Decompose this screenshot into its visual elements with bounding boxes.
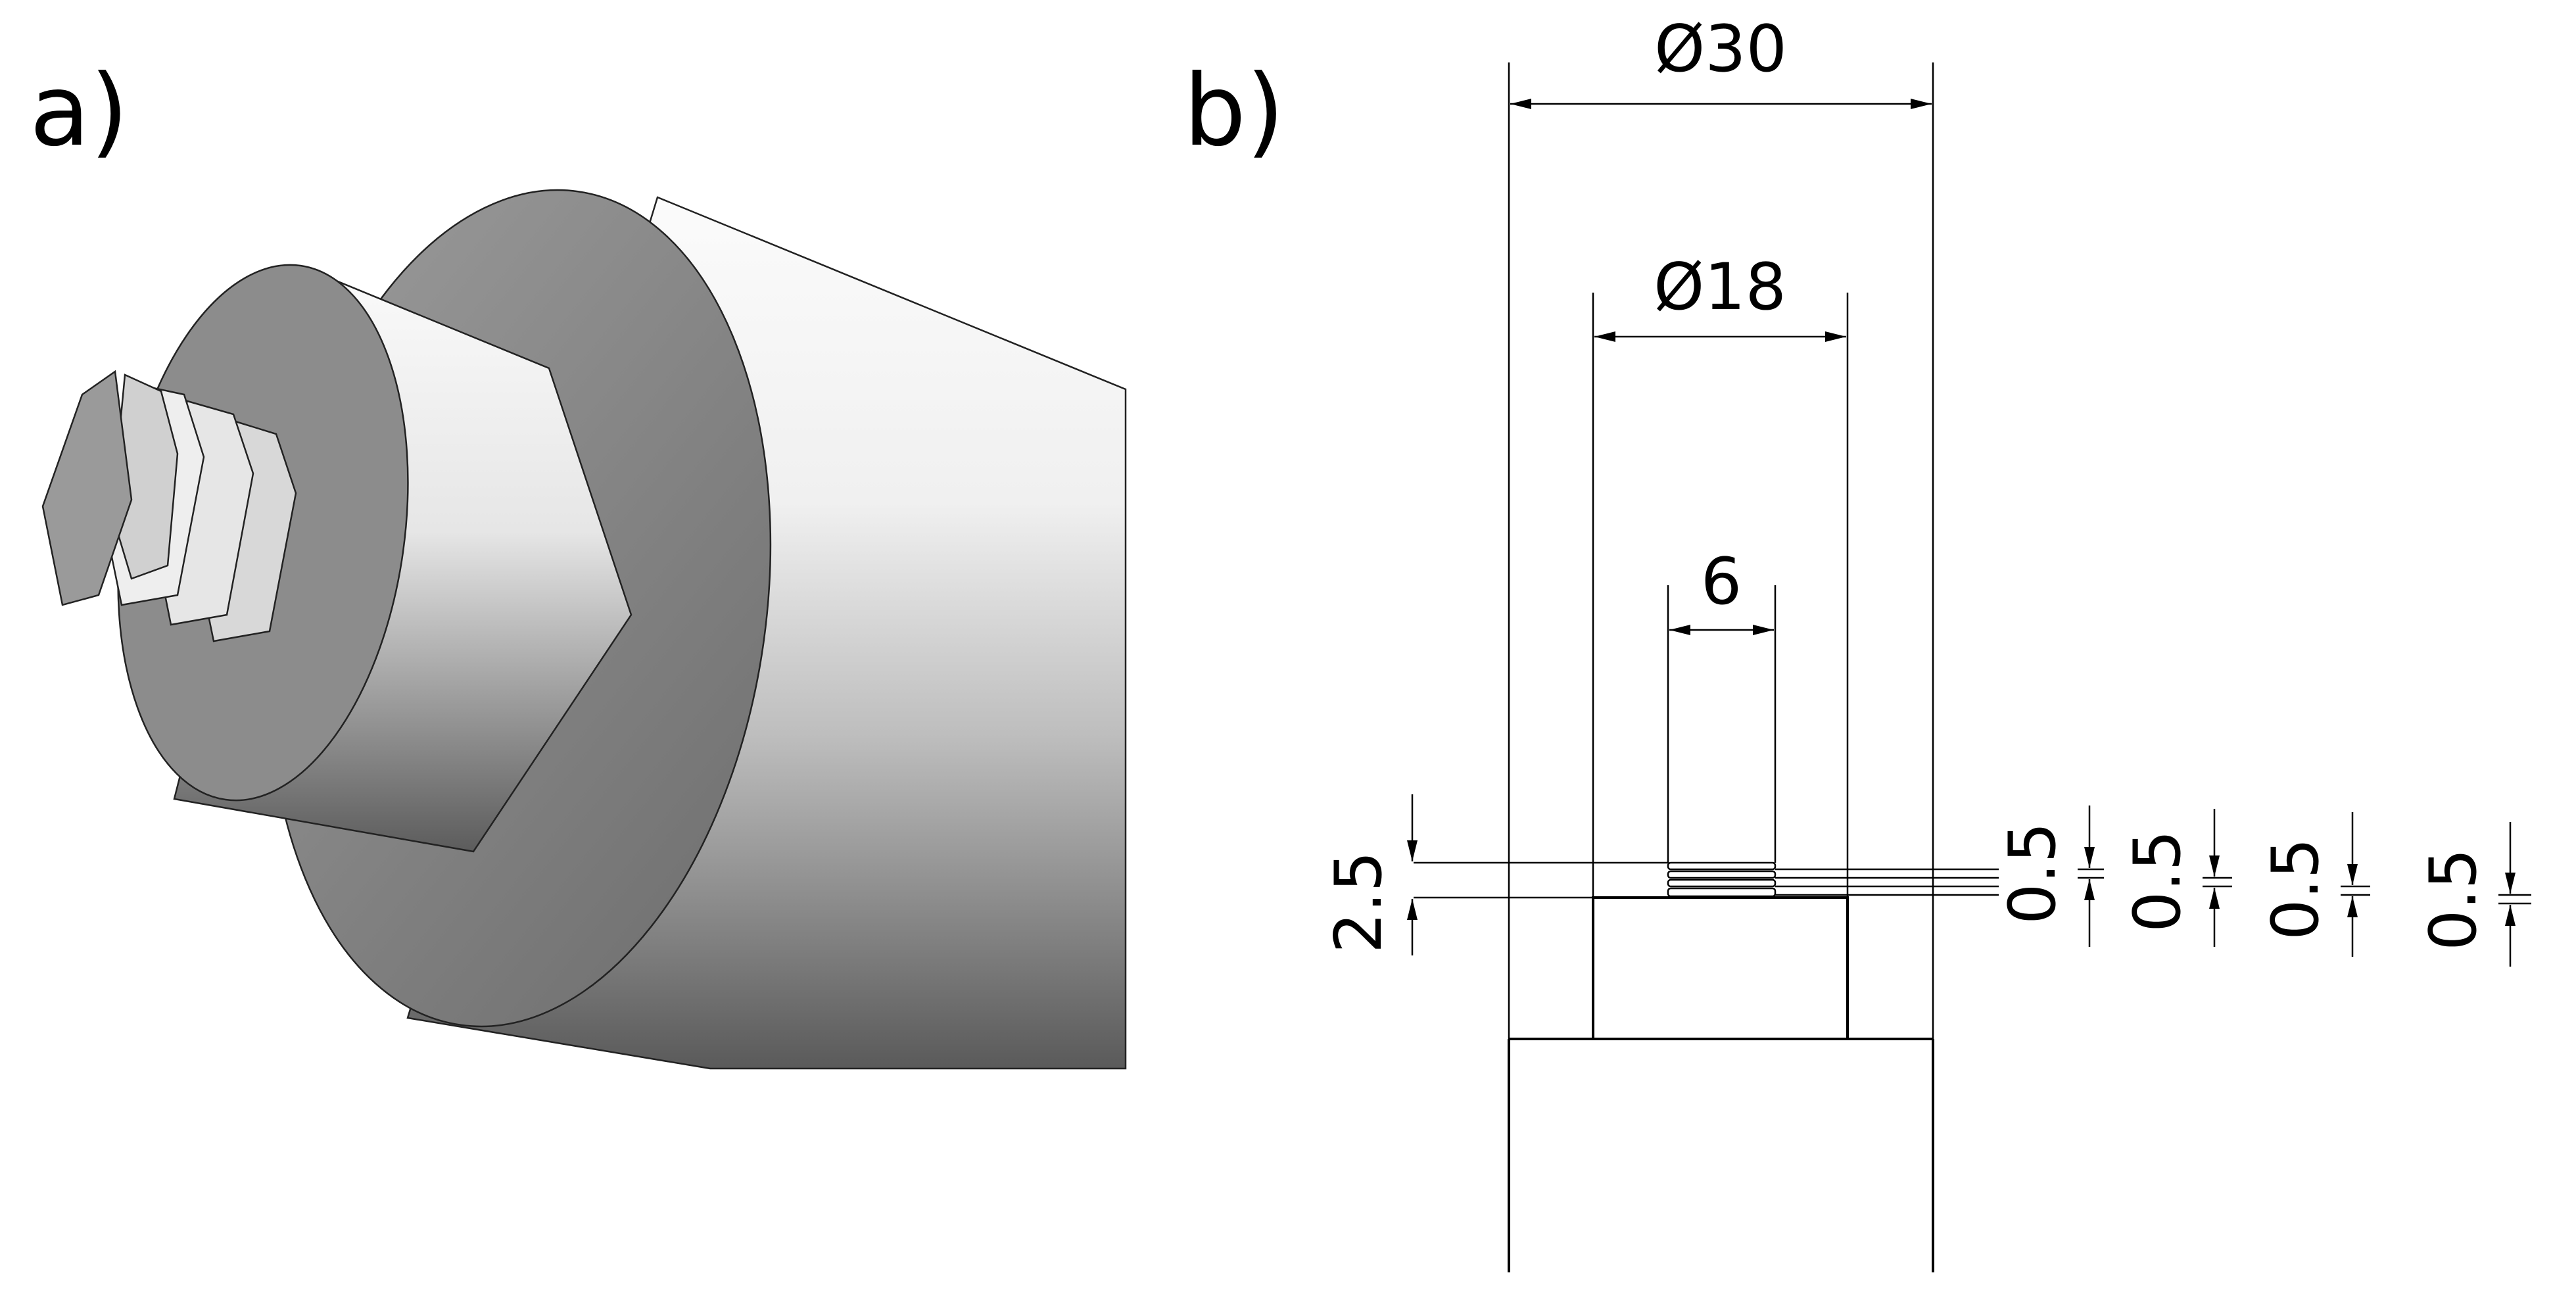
dimension-stack-height: 2.5: [1322, 794, 1418, 955]
layer-1-label: 0.5: [1995, 822, 2070, 925]
layer-4-label: 0.5: [2416, 848, 2491, 951]
hex-nut-face: [41, 370, 133, 606]
layer-2-label: 0.5: [2120, 830, 2195, 932]
inner-diameter-label: Ø18: [1654, 250, 1786, 325]
panel-a-label: a): [30, 54, 128, 168]
upper-cylinder-outline: [1592, 896, 1849, 1040]
dimension-outer-diameter: Ø30: [1510, 12, 1932, 109]
washer-stack: [1667, 861, 1777, 898]
dimension-layer-1: 0.5: [1995, 806, 2104, 947]
base-cylinder-outline: [1508, 1038, 1934, 1272]
panel-b-label: b): [1183, 54, 1285, 168]
panel-b: b): [1183, 12, 2531, 1272]
dimension-inner-diameter: Ø18: [1594, 250, 1846, 342]
extension-lines: [1414, 62, 1999, 1039]
dimension-stud-width: 6: [1669, 544, 1774, 635]
layer-3-label: 0.5: [2258, 838, 2333, 940]
dimension-layer-4: 0.5: [2416, 822, 2531, 967]
outer-diameter-label: Ø30: [1654, 12, 1787, 87]
technical-drawing: Ø30 Ø18 6 2.5: [1322, 12, 2531, 1272]
panel-a: a): [30, 54, 1127, 1070]
stud-width-label: 6: [1701, 544, 1742, 619]
dimension-layer-2: 0.5: [2120, 809, 2232, 947]
dimension-layer-3: 0.5: [2258, 812, 2370, 957]
isometric-part-render: [41, 189, 1127, 1070]
stack-height-label: 2.5: [1322, 851, 1396, 953]
